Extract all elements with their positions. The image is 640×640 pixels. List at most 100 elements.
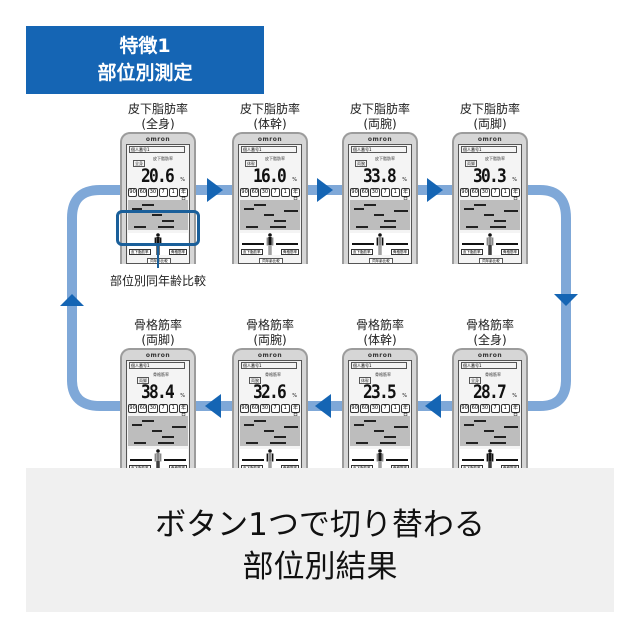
device-caption-metric: 骨格筋率: [465, 318, 514, 332]
age-button: 年日: [290, 188, 301, 202]
right-level-bar: [276, 243, 298, 245]
graph-bar: [162, 436, 174, 438]
footer-label: 同年齢比較: [479, 258, 503, 263]
age-button: 30: [480, 404, 490, 413]
graph-bar: [158, 226, 174, 228]
body-comparison: 皮下脂肪率 骨格筋率: [350, 233, 410, 255]
graph-bar: [380, 226, 396, 228]
graph-bar: [466, 226, 478, 228]
device-caption-part: (両脚): [141, 333, 175, 347]
metric-label: 骨格筋率: [153, 372, 169, 377]
age-button: 30: [260, 188, 270, 197]
device-caption-metric: 皮下脂肪率: [239, 102, 300, 116]
left-bar-label: 皮下脂肪率: [351, 249, 373, 255]
left-bar-label: 皮下脂肪率: [461, 249, 483, 255]
measured-value: 28.7: [472, 381, 507, 403]
history-graph: [240, 416, 300, 446]
arrow-right-icon: [427, 178, 443, 202]
device-caption-metric: 骨格筋率: [133, 318, 182, 332]
loop-path: [67, 185, 120, 411]
right-level-bar: [496, 243, 518, 245]
graph-bar: [142, 204, 154, 206]
graph-bar: [364, 420, 376, 422]
age-button: 90: [240, 188, 250, 197]
graph-bar: [490, 442, 506, 444]
person-id: 個人番号1: [461, 362, 517, 369]
right-level-bar: [276, 459, 298, 461]
device-caption-metric: 皮下脂肪率: [459, 102, 520, 116]
footer-label: 同年齢比較: [147, 258, 171, 263]
device-caption-metric: 皮下脂肪率: [349, 102, 410, 116]
graph-bar: [394, 210, 408, 212]
right-level-bar: [386, 459, 408, 461]
graph-bar: [484, 430, 494, 432]
graph-bar: [142, 420, 154, 422]
person-id: 個人番号1: [129, 362, 185, 369]
graph-bar: [504, 426, 518, 428]
graph-bar: [474, 420, 486, 422]
age-button: 1: [390, 404, 400, 413]
brand-logo: omron: [145, 352, 171, 359]
measured-value: 33.8: [362, 165, 397, 187]
metric-label: 皮下脂肪率: [485, 156, 505, 161]
device-caption-part: (全身): [141, 117, 175, 131]
feature-number: 特徴1: [119, 35, 171, 57]
arrow-right-icon: [207, 178, 223, 202]
right-level-bar: [496, 459, 518, 461]
graph-bar: [384, 436, 396, 438]
feature-title: 部位別測定: [97, 62, 193, 84]
graph-bar: [162, 220, 174, 222]
percent-unit: %: [512, 177, 517, 183]
body-figure-icon: [486, 449, 494, 471]
left-level-bar: [242, 243, 264, 245]
age-button: 年日: [178, 188, 189, 202]
age-button: 90: [240, 404, 250, 413]
footer-label: 同年齢比較: [259, 258, 283, 263]
age-button: 90: [460, 188, 470, 197]
bottom-caption-panel: ボタン1つで切り替わる 部位別結果: [26, 468, 614, 612]
age-button: 1: [390, 188, 400, 197]
device-caption: 皮下脂肪率(両腕): [325, 102, 435, 132]
graph-bar: [254, 420, 266, 422]
graph-bar: [504, 210, 518, 212]
age-button: 60: [138, 404, 148, 413]
age-button: 7: [158, 404, 168, 413]
graph-bar: [474, 204, 486, 206]
graph-bar: [246, 226, 258, 228]
history-graph: [460, 416, 520, 446]
measured-value: 30.3: [472, 165, 507, 187]
device-caption-metric: 皮下脂肪率: [127, 102, 188, 116]
percent-unit: %: [512, 393, 517, 399]
graph-bar: [364, 204, 376, 206]
graph-bar: [354, 424, 364, 426]
age-button: 1: [280, 188, 290, 197]
caption-line2: 部位別結果: [242, 549, 398, 585]
arrow-left-icon: [315, 394, 331, 418]
percent-unit: %: [180, 393, 185, 399]
graph-bar: [134, 226, 146, 228]
graph-bar: [274, 436, 286, 438]
percent-unit: %: [402, 393, 407, 399]
device-caption-metric: 骨格筋率: [245, 318, 294, 332]
left-level-bar: [462, 243, 484, 245]
graph-bar: [464, 208, 474, 210]
left-level-bar: [352, 459, 374, 461]
brand-logo: omron: [257, 352, 283, 359]
metric-label: 皮下脂肪率: [153, 156, 173, 161]
age-button: 1: [500, 404, 510, 413]
history-graph: [240, 200, 300, 230]
device-caption-part: (両腕): [253, 333, 287, 347]
measured-value: 38.4: [140, 381, 175, 403]
